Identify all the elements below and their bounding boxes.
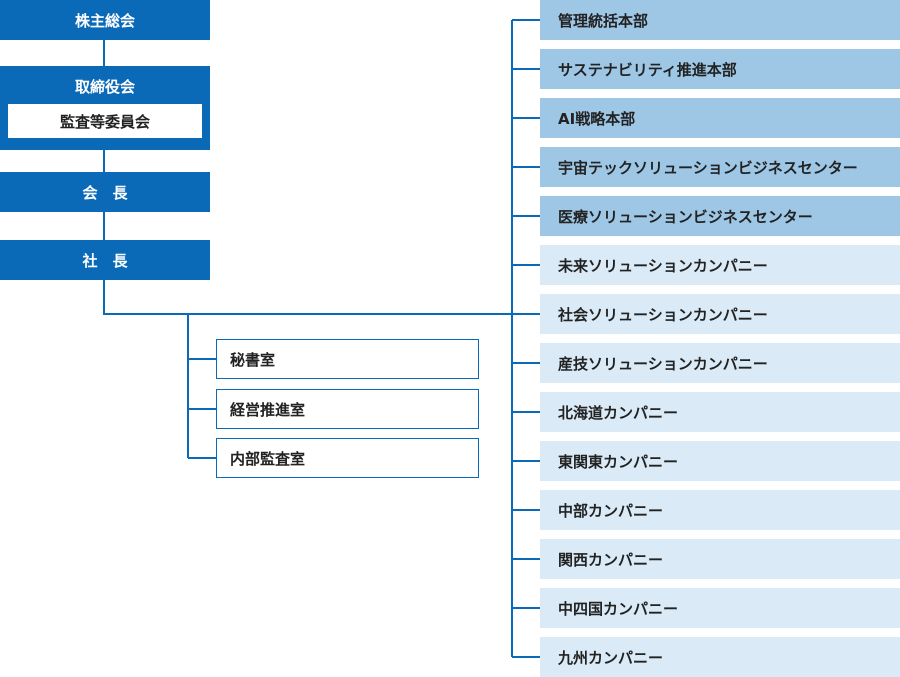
- board-of-directors-label: 取締役会: [74, 78, 135, 96]
- staff-office-secretariat: 秘書室: [216, 339, 479, 379]
- division-box: 産技ソリューションカンパニー: [540, 343, 900, 383]
- staff-office-internal-audit: 内部監査室: [216, 438, 479, 478]
- division-box: 北海道カンパニー: [540, 392, 900, 432]
- division-box: 東関東カンパニー: [540, 441, 900, 481]
- division-box: 社会ソリューションカンパニー: [540, 294, 900, 334]
- division-box: 未来ソリューションカンパニー: [540, 245, 900, 285]
- chairman-box: 会 長: [0, 172, 210, 212]
- division-box: 関西カンパニー: [540, 539, 900, 579]
- shareholders-meeting-box: 株主総会: [0, 0, 210, 40]
- staff-office-management-promotion: 経営推進室: [216, 389, 479, 429]
- division-box: 宇宙テックソリューションビジネスセンター: [540, 147, 900, 187]
- division-box: サステナビリティ推進本部: [540, 49, 900, 89]
- division-box: 管理統括本部: [540, 0, 900, 40]
- division-box: 医療ソリューションビジネスセンター: [540, 196, 900, 236]
- president-box: 社 長: [0, 240, 210, 280]
- division-box: 九州カンパニー: [540, 637, 900, 677]
- division-box: AI戦略本部: [540, 98, 900, 138]
- division-box: 中四国カンパニー: [540, 588, 900, 628]
- division-box: 中部カンパニー: [540, 490, 900, 530]
- audit-committee-box: 監査等委員会: [8, 104, 202, 138]
